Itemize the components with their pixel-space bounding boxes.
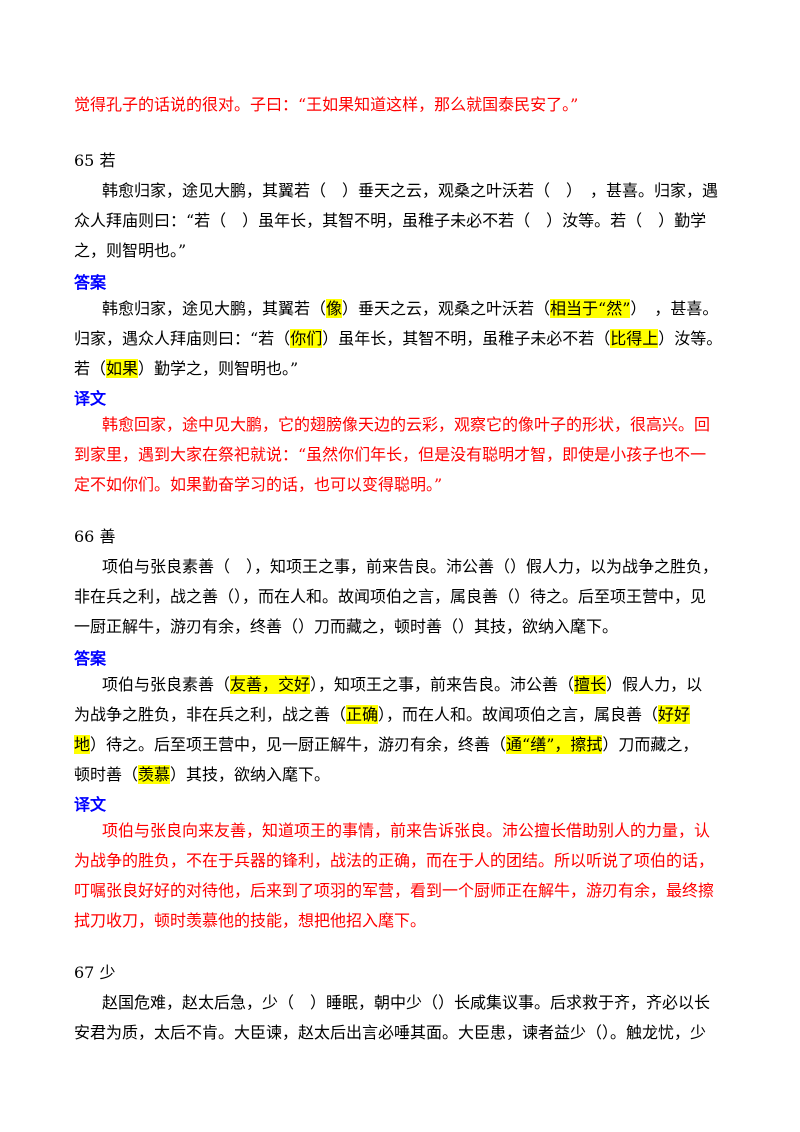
question-line: 之，则智明也。” [74,241,187,260]
answer-line: 归家，遇众人拜庙则曰：“若（你们）虽年长，其智不明，虽稚子未必不若（比得上）汝等… [74,329,723,348]
translation-tail-line: 觉得孔子的话说的很对。子曰：“王如果知道这样，那么就国泰民安了。” [74,95,579,114]
answer-highlight: 如果 [106,359,139,378]
translation-line: 叮嘱张良好好的对待他，后来到了项羽的军营，看到一个厨师正在解牛，游刃有余，最终擦 [74,881,715,900]
section-heading-67: 67 少 [74,963,116,982]
question-line: 韩愈归家，途见大鹏，其翼若（ ）垂天之云，观桑之叶沃若（ ） ，甚喜。归家，遇 [102,181,719,200]
answer-highlight: 通“缮”，擦拭 [506,735,603,754]
answer-highlight: 擅长 [574,675,607,694]
question-line: 安君为质，太后不肯。大臣谏，赵太后出言必唾其面。大臣患，谏者益少（）。触龙忧，少 [74,1023,707,1042]
question-line: 赵国危难，赵太后急，少（ ）睡眠，朝中少（）长咸集议事。后求救于齐，齐必以长 [102,993,711,1012]
answer-highlight: 相当于“然” [550,299,631,318]
answer-label: 答案 [74,649,107,668]
answer-line: 顿时善（羡慕）其技，欲纳入麾下。 [74,765,331,784]
translation-line: 韩愈回家，途中见大鹏，它的翅膀像天边的云彩，观察它的像叶子的形状，很高兴。回 [102,415,711,434]
answer-highlight: 地 [74,735,91,754]
translation-line: 项伯与张良向来友善，知道项王的事情，前来告诉张良。沛公擅长借助别人的力量，认 [102,821,711,840]
answer-line: 项伯与张良素善（友善，交好），知项王之事，前来告良。沛公善（擅长）假人力，以 [102,675,703,694]
translation-line: 定不如你们。如果勤奋学习的话，也可以变得聪明。” [74,475,443,494]
translation-line: 到家里，遇到大家在祭祀就说：“虽然你们年长，但是没有聪明才智，即使是小孩子也不一 [74,445,707,464]
answer-highlight: 羡慕 [138,765,171,784]
section-heading-66: 66 善 [74,527,116,546]
question-line: 一厨正解牛，游刃有余，终善（）刀而藏之，顿时善（）其技，欲纳入麾下。 [74,617,619,636]
answer-highlight: 好好 [658,705,691,724]
translation-label: 译文 [74,795,107,814]
answer-line: 地）待之。后至项王营中，见一厨正解牛，游刃有余，终善（通“缮”，擦拭）刀而藏之， [74,735,699,754]
translation-line: 拭刀收刀，顿时羡慕他的技能，想把他招入麾下。 [74,911,427,930]
answer-label: 答案 [74,273,107,292]
answer-line: 韩愈归家，途见大鹏，其翼若（像）垂天之云，观桑之叶沃若（相当于“然”） ，甚喜。 [102,299,719,318]
answer-highlight: 像 [326,299,343,318]
translation-line: 为战争的胜负，不在于兵器的锋利，战法的正确，而在于人的团结。所以听说了项伯的话， [74,851,715,870]
question-line: 众人拜庙则曰：“若（ ）虽年长，其智不明，虽稚子未必不若（ ）汝等。若（ ）勤学 [74,211,707,230]
translation-label: 译文 [74,389,107,408]
question-line: 项伯与张良素善（ ），知项王之事，前来告良。沛公善（）假人力，以为战争之胜负， [102,557,719,576]
answer-highlight: 友善，交好 [230,675,311,694]
answer-highlight: 正确 [346,705,379,724]
question-line: 非在兵之利，战之善（），而在人和。故闻项伯之言，属良善（）待之。后至项王营中，见 [74,587,707,606]
answer-highlight: 你们 [290,329,323,348]
section-heading-65: 65 若 [74,151,116,170]
answer-highlight: 比得上 [610,329,659,348]
answer-line: 为战争之胜负，非在兵之利，战之善（正确），而在人和。故闻项伯之言，属良善（好好 [74,705,691,724]
answer-line: 若（如果）勤学之，则智明也。” [74,359,299,378]
